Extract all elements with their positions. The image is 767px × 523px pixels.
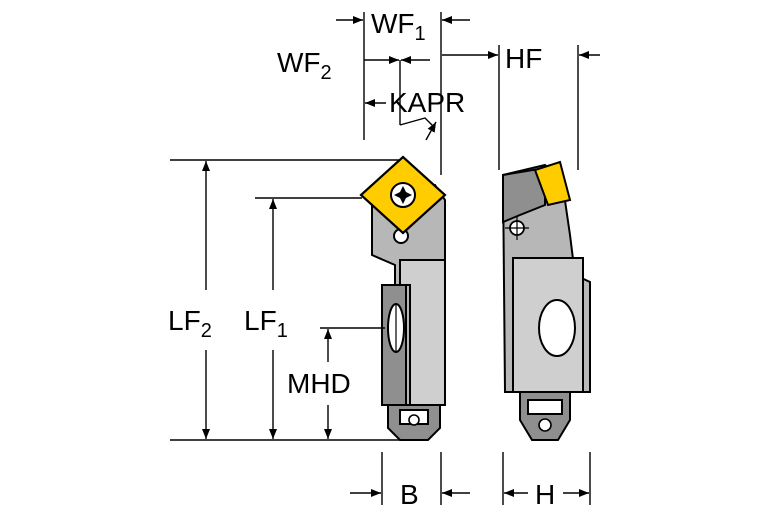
label-mhd: MHD (287, 368, 351, 399)
torx-icon (394, 186, 412, 204)
label-wf1: WF1 (371, 8, 426, 45)
label-b: B (400, 479, 419, 510)
label-hf: HF (505, 43, 542, 74)
side-oval-port (538, 299, 576, 357)
label-kapr: KAPR (389, 87, 465, 118)
label-wf2: WF2 (277, 47, 332, 84)
side-view (501, 160, 591, 441)
label-h: H (535, 479, 555, 510)
front-view (359, 155, 447, 441)
label-lf1: LF1 (244, 305, 288, 342)
side-insert (533, 160, 572, 207)
dimension-labels: WF1 WF2 HF KAPR LF2 LF1 MHD B H (168, 8, 555, 510)
label-lf2: LF2 (168, 305, 212, 342)
dimension-lines (170, 12, 600, 505)
